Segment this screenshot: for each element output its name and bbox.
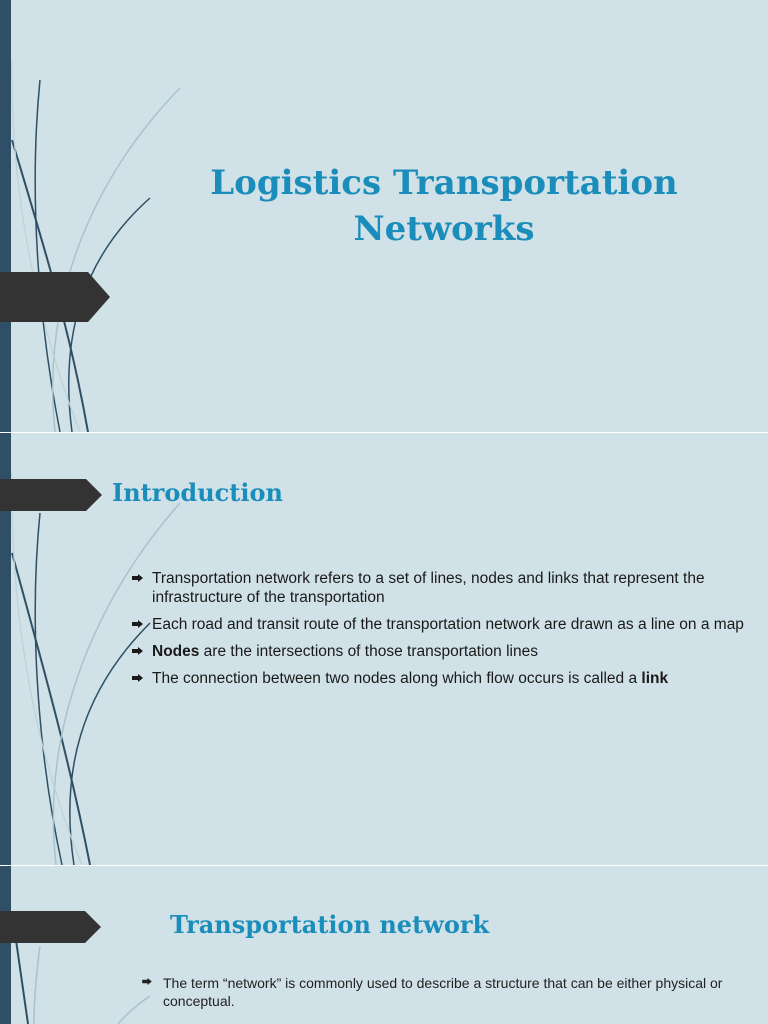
- bullet-text: Each road and transit route of the trans…: [152, 616, 744, 633]
- transportation-network-slide: Transportation network The term “network…: [0, 866, 768, 1024]
- slide-heading: Transportation network: [170, 910, 490, 939]
- decorative-swoosh-lines: [11, 472, 181, 865]
- slide-tab-marker: [0, 911, 101, 943]
- slide-edge-bar: [0, 433, 11, 865]
- slide-tab-marker: [0, 479, 102, 511]
- title-slide: Logistics Transportation Networks: [0, 0, 768, 432]
- arrow-bullet-icon: [132, 620, 143, 628]
- bullet-list: Transportation network refers to a set o…: [132, 569, 758, 696]
- bullet-text: Transportation network refers to a set o…: [152, 570, 705, 606]
- slide-edge-bar: [0, 866, 11, 1024]
- list-item: Each road and transit route of the trans…: [132, 615, 758, 634]
- title-line-1: Logistics Transportation: [210, 163, 678, 203]
- bullet-text: The term “network” is commonly used to d…: [163, 975, 723, 1009]
- bullet-text: are the intersections of those transport…: [199, 643, 538, 660]
- list-item: The connection between two nodes along w…: [132, 669, 758, 688]
- list-item: Nodes are the intersections of those tra…: [132, 642, 758, 661]
- slide-tab-marker: [0, 272, 110, 322]
- bullet-text: The connection between two nodes along w…: [152, 670, 642, 687]
- bullet-list: The term “network” is commonly used to d…: [142, 974, 742, 1018]
- bullet-bold-term: link: [641, 670, 669, 687]
- slide-edge-bar: [0, 0, 11, 432]
- arrow-bullet-icon: [132, 574, 143, 582]
- title-line-2: Networks: [353, 209, 535, 249]
- presentation-title: Logistics Transportation Networks: [120, 160, 768, 252]
- slide-heading: Introduction: [112, 478, 283, 507]
- introduction-slide: Introduction Transportation network refe…: [0, 433, 768, 865]
- arrow-bullet-icon: [132, 674, 143, 682]
- list-item: The term “network” is commonly used to d…: [142, 974, 742, 1010]
- arrow-bullet-icon: [142, 978, 152, 985]
- bullet-bold-term: Nodes: [152, 643, 200, 660]
- arrow-bullet-icon: [132, 647, 143, 655]
- list-item: Transportation network refers to a set o…: [132, 569, 758, 607]
